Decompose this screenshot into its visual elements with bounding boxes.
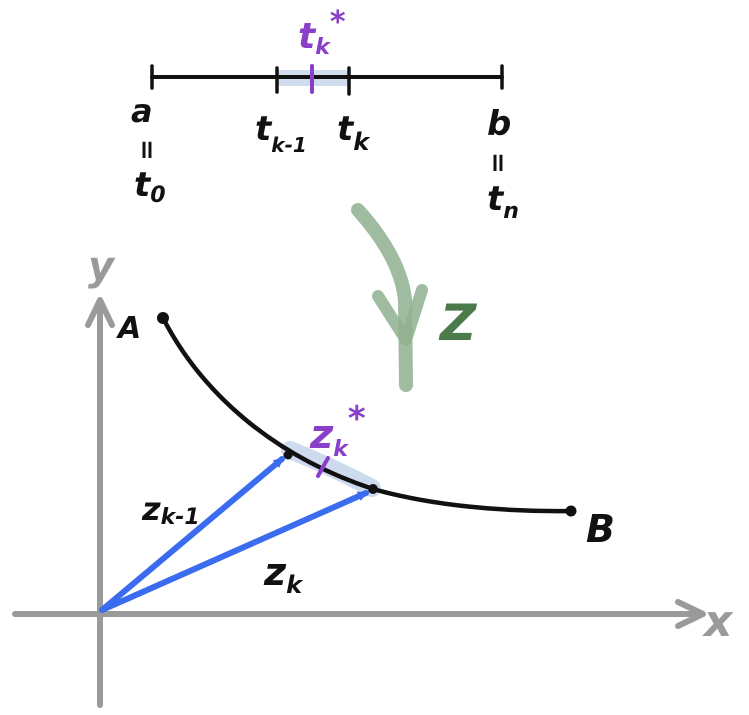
vector-zk-minus-1	[99, 456, 285, 613]
tick-sample-point-curve	[316, 456, 330, 478]
point-zk	[368, 484, 378, 494]
coordinate-axes: y x	[12, 244, 734, 708]
label-a: a	[131, 92, 153, 130]
vector-zk	[99, 490, 369, 613]
label-point-a: A	[116, 311, 141, 346]
label-vector-zk-minus-1: zk-1	[141, 490, 200, 530]
label-zk-star: zk*	[309, 399, 366, 462]
label-point-b: B	[586, 507, 615, 551]
label-t0: t0	[134, 165, 166, 208]
mapping-label-z: Z	[438, 294, 478, 352]
label-tk-minus-1: tk-1	[255, 109, 307, 157]
point-a	[157, 312, 169, 324]
mapping-arrow: Z	[351, 203, 478, 392]
label-tn: tn	[487, 179, 519, 224]
y-axis-arrowhead	[85, 297, 115, 328]
label-tk: tk	[337, 109, 371, 156]
label-b-equals: =	[483, 152, 513, 174]
curve: A B zk*	[116, 311, 615, 551]
y-axis-label: y	[88, 244, 116, 290]
parameter-interval: a = t0 b = tn tk-1 tk tk*	[131, 5, 519, 224]
position-vectors: zk-1 zk	[99, 456, 369, 613]
label-a-equals: =	[132, 139, 162, 161]
mapping-arrow-head	[372, 284, 428, 346]
point-b	[565, 505, 577, 517]
point-zk-minus-1	[283, 450, 293, 460]
x-axis-arrowhead	[675, 599, 706, 629]
label-tk-star: tk*	[298, 5, 346, 60]
label-b: b	[487, 104, 511, 144]
x-axis-label: x	[702, 596, 734, 647]
mapping-arrow-shaft	[351, 203, 413, 392]
label-vector-zk: zk	[263, 550, 304, 599]
